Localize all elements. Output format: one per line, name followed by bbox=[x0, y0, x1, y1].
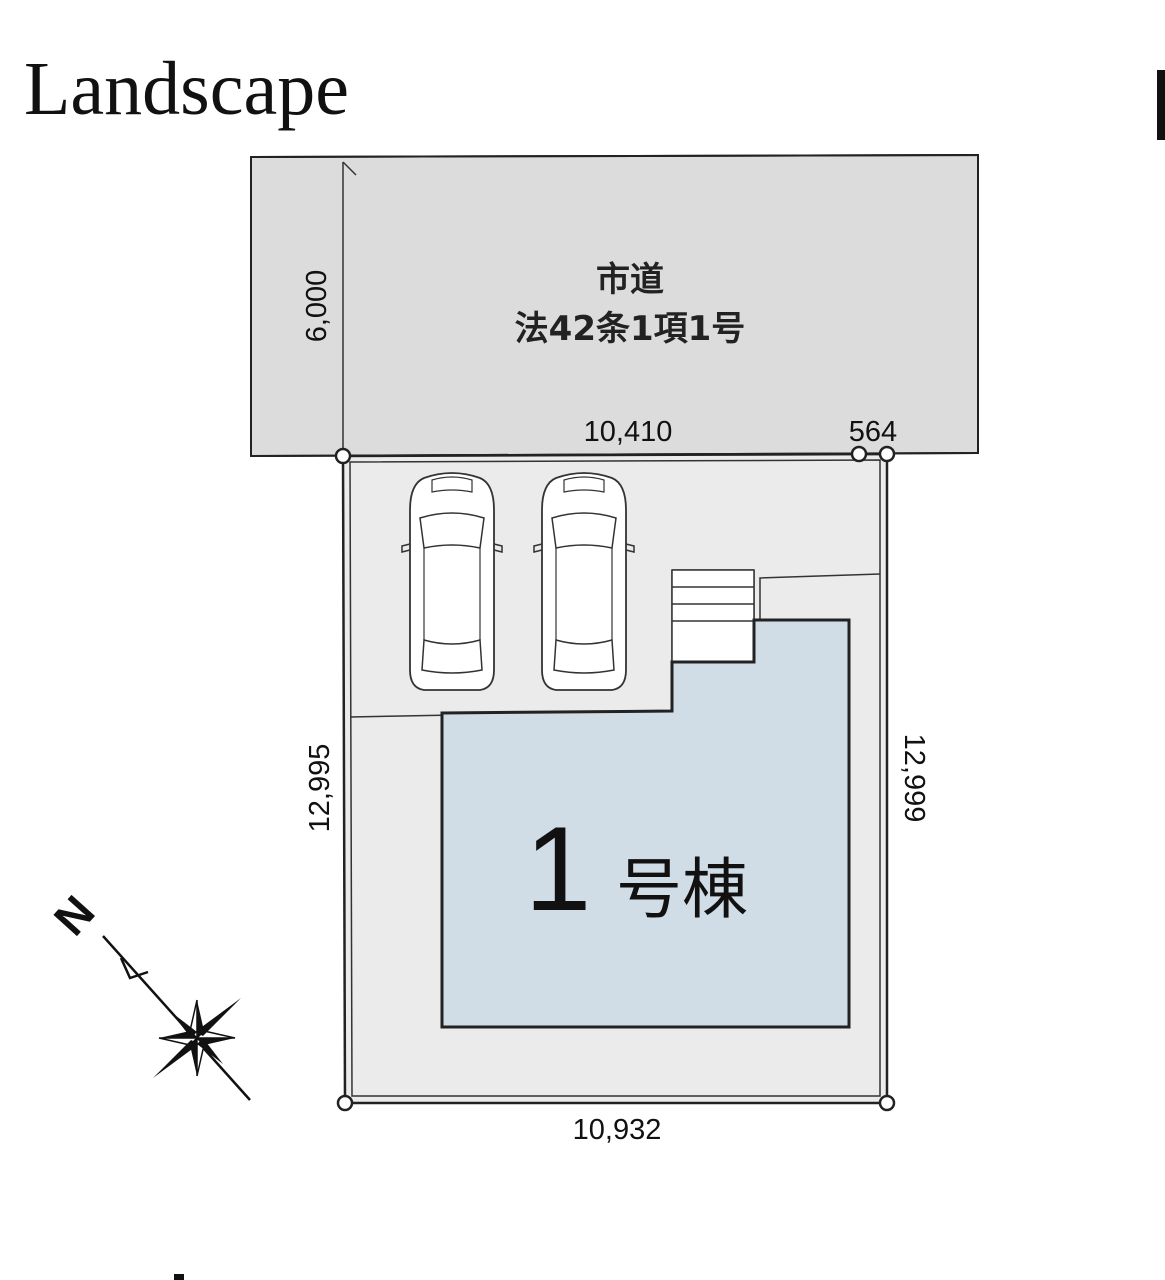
compass: N bbox=[44, 886, 251, 1101]
road-width-label: 6,000 bbox=[301, 270, 333, 343]
corner-marker bbox=[336, 1094, 354, 1112]
building-footprint bbox=[440, 618, 851, 1029]
front-extra-dimension: 564 bbox=[849, 416, 897, 448]
edge-mark bbox=[1157, 70, 1165, 140]
road-designation: 法42条1項1号 bbox=[515, 309, 746, 349]
corner-marker bbox=[878, 445, 896, 463]
road: 市道 法42条1項1号 6,000 bbox=[250, 153, 979, 458]
road-area bbox=[250, 153, 979, 458]
entrance-steps bbox=[671, 569, 755, 663]
building-number: 1 bbox=[525, 802, 592, 936]
crop-mark bbox=[174, 1274, 184, 1280]
right-dimension: 12,999 bbox=[898, 734, 930, 823]
corner-markers bbox=[334, 445, 896, 1112]
car-2 bbox=[533, 472, 635, 691]
corner-marker bbox=[850, 445, 868, 463]
compass-star-icon bbox=[153, 998, 241, 1078]
back-dimension: 10,932 bbox=[573, 1114, 662, 1146]
page-title: Landscape bbox=[24, 47, 349, 131]
car-1 bbox=[401, 472, 503, 691]
front-dimension: 10,410 bbox=[584, 416, 673, 448]
corner-marker bbox=[878, 1094, 896, 1112]
building-suffix: 号棟 bbox=[616, 851, 748, 928]
left-dimension: 12,995 bbox=[304, 744, 336, 833]
building-1: 1 号棟 bbox=[440, 618, 851, 1029]
road-name: 市道 bbox=[596, 260, 664, 300]
corner-marker bbox=[334, 447, 352, 465]
north-label: N bbox=[44, 886, 105, 945]
